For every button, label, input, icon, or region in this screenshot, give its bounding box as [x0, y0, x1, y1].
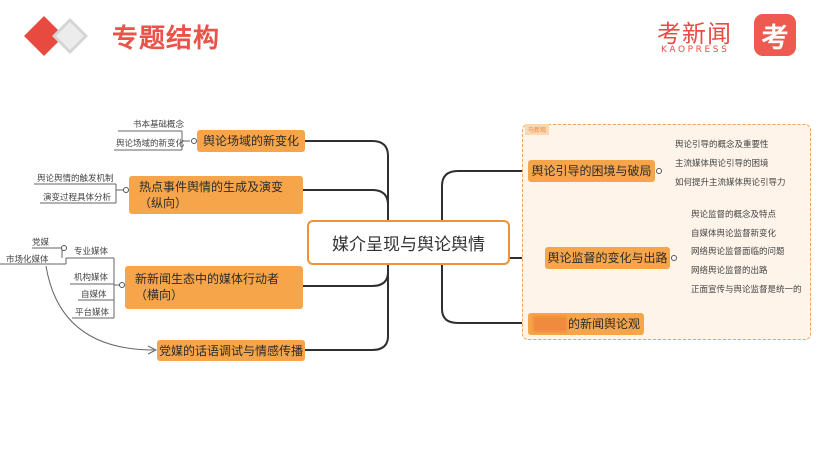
- leaf-item: 舆论引导的概念及重要性: [675, 140, 769, 150]
- leaf-item: 舆论监督的概念及特点: [691, 210, 777, 220]
- collapse-toggle[interactable]: [671, 255, 677, 261]
- region-label: 马新观: [525, 124, 550, 135]
- collapse-toggle[interactable]: [119, 282, 125, 288]
- brand-logo-diamonds: [24, 16, 88, 56]
- brand-name: 考新闻: [657, 20, 732, 48]
- node-line: （纵向）: [139, 196, 188, 210]
- node-line: 新新闻生态中的媒体行动者: [135, 272, 280, 286]
- leaf-item: 党媒: [32, 238, 50, 248]
- node-line: （横向）: [135, 288, 184, 302]
- page-title: 专题结构: [112, 24, 221, 54]
- topic-node-field-change[interactable]: 舆论场域的新变化: [197, 130, 305, 152]
- leaf-item: 舆论舆情的触发机制: [37, 174, 114, 184]
- leaf-item: 网络舆论监督的出路: [691, 266, 768, 276]
- topic-node-hot-events[interactable]: 热点事件舆情的生成及演变 （纵向）: [129, 176, 303, 214]
- topic-node-supervision[interactable]: 舆论监督的变化与出路: [545, 247, 670, 269]
- leaf-item: 市场化媒体: [6, 255, 49, 265]
- leaf-item: 自媒体: [81, 290, 107, 300]
- leaf-item: 舆论场域的新变化: [116, 139, 185, 149]
- leaf-item: 书本基础概念: [133, 120, 185, 130]
- leaf-item: 演变过程具体分析: [43, 193, 112, 203]
- center-node[interactable]: 媒介呈现与舆论舆情: [307, 220, 510, 265]
- leaf-item: 自媒体舆论监督新变化: [691, 229, 777, 239]
- node-line: 热点事件舆情的生成及演变: [139, 180, 284, 194]
- brand-subtitle: KAOPRESS: [661, 45, 730, 55]
- collapse-toggle[interactable]: [61, 245, 67, 251]
- leaf-item: 如何提升主流媒体舆论引导力: [675, 178, 786, 188]
- leaf-item: 正面宣传与舆论监督是统一的: [691, 285, 802, 295]
- obscured-text: [533, 316, 567, 332]
- leaf-item: 专业媒体: [74, 247, 109, 257]
- leaf-item: 主流媒体舆论引导的困境: [675, 159, 769, 169]
- leaf-item: 平台媒体: [75, 308, 110, 318]
- collapse-toggle[interactable]: [191, 138, 197, 144]
- leaf-item: 机构媒体: [74, 273, 109, 283]
- topic-node-guidance[interactable]: 舆论引导的困境与破局: [528, 160, 655, 182]
- leaf-item: 网络舆论监督面临的问题: [691, 247, 785, 257]
- collapse-toggle[interactable]: [656, 168, 662, 174]
- topic-node-party-media[interactable]: 党媒的话语调试与情感传播: [157, 340, 305, 361]
- brand-app-icon: 考: [754, 14, 796, 56]
- topic-node-media-actors[interactable]: 新新闻生态中的媒体行动者 （横向）: [125, 266, 303, 309]
- collapse-toggle[interactable]: [123, 187, 129, 193]
